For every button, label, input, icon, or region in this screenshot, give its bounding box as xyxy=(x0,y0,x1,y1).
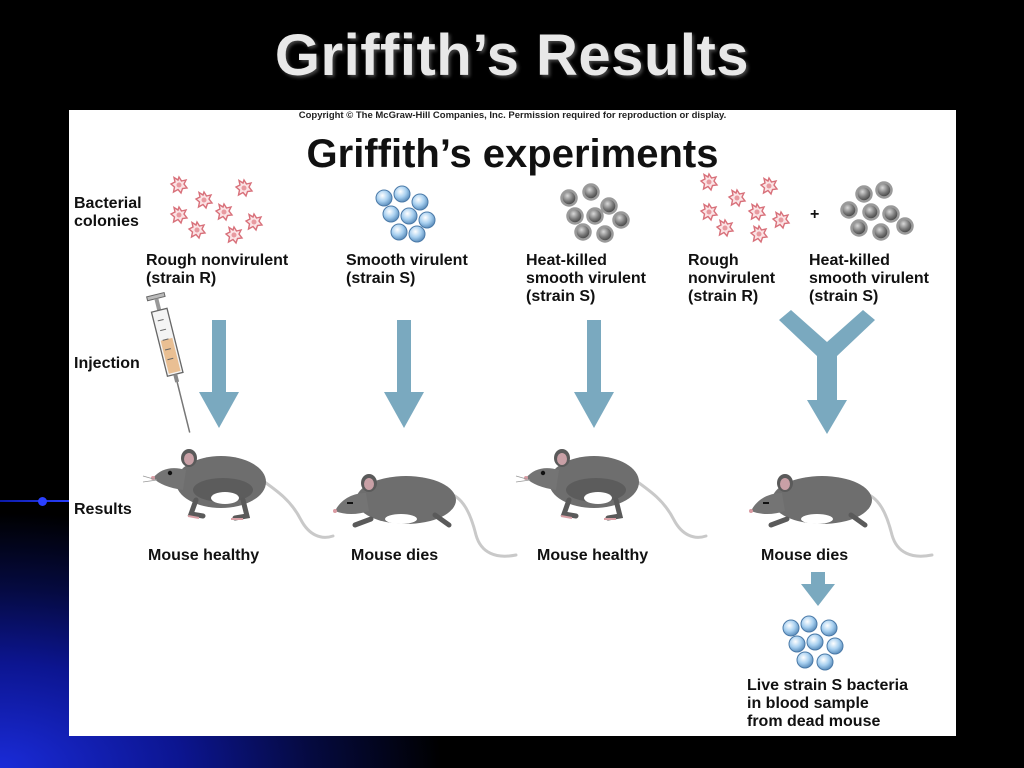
arrow-down-2 xyxy=(384,320,424,428)
diagram-figure: Copyright © The McGraw-Hill Companies, I… xyxy=(69,110,956,736)
colony-rough-1 xyxy=(170,176,263,244)
mouse-healthy-1 xyxy=(143,449,333,537)
arrow-down-1 xyxy=(199,320,239,428)
row-label-colonies: Bacterial colonies xyxy=(74,195,142,230)
arrow-down-3 xyxy=(574,320,614,428)
result-label-1: Mouse healthy xyxy=(148,547,260,564)
decorative-line xyxy=(0,500,70,502)
mouse-dead-1 xyxy=(333,474,516,556)
row-label-results: Results xyxy=(74,501,132,518)
colony-rough-2 xyxy=(700,173,790,243)
result-label-3: Mouse healthy xyxy=(537,547,649,564)
plus-sign: + xyxy=(810,206,820,223)
arrow-down-small xyxy=(801,572,835,606)
arrow-merge xyxy=(779,310,875,434)
strain-label-2: Smooth virulent (strain S) xyxy=(346,252,468,287)
row-label-injection: Injection xyxy=(74,355,140,372)
mouse-dead-2 xyxy=(749,474,932,556)
strain-label-4a: Rough nonvirulent (strain R) xyxy=(688,252,776,305)
colony-heat-killed-1 xyxy=(560,183,630,243)
strain-label-3: Heat-killed smooth virulent (strain S) xyxy=(526,252,647,305)
decorative-dot xyxy=(38,497,47,506)
figure-title: Griffith’s experiments xyxy=(306,132,719,176)
result-label-4: Mouse dies xyxy=(761,547,849,564)
strain-label-4b: Heat-killed smooth virulent (strain S) xyxy=(809,252,930,305)
slide-title: Griffith’s Results xyxy=(274,23,750,88)
final-note: Live strain S bacteria in blood sample f… xyxy=(747,677,908,730)
colony-live-strain-s xyxy=(782,615,844,671)
mouse-healthy-2 xyxy=(516,449,706,537)
diagram-graphics xyxy=(69,173,956,671)
copyright-notice: Copyright © The McGraw-Hill Companies, I… xyxy=(298,110,727,121)
result-label-2: Mouse dies xyxy=(351,547,439,564)
syringe-icon xyxy=(146,291,191,433)
colony-smooth xyxy=(375,185,436,243)
colony-heat-killed-2 xyxy=(840,181,914,241)
strain-label-1: Rough nonvirulent (strain R) xyxy=(146,252,289,287)
